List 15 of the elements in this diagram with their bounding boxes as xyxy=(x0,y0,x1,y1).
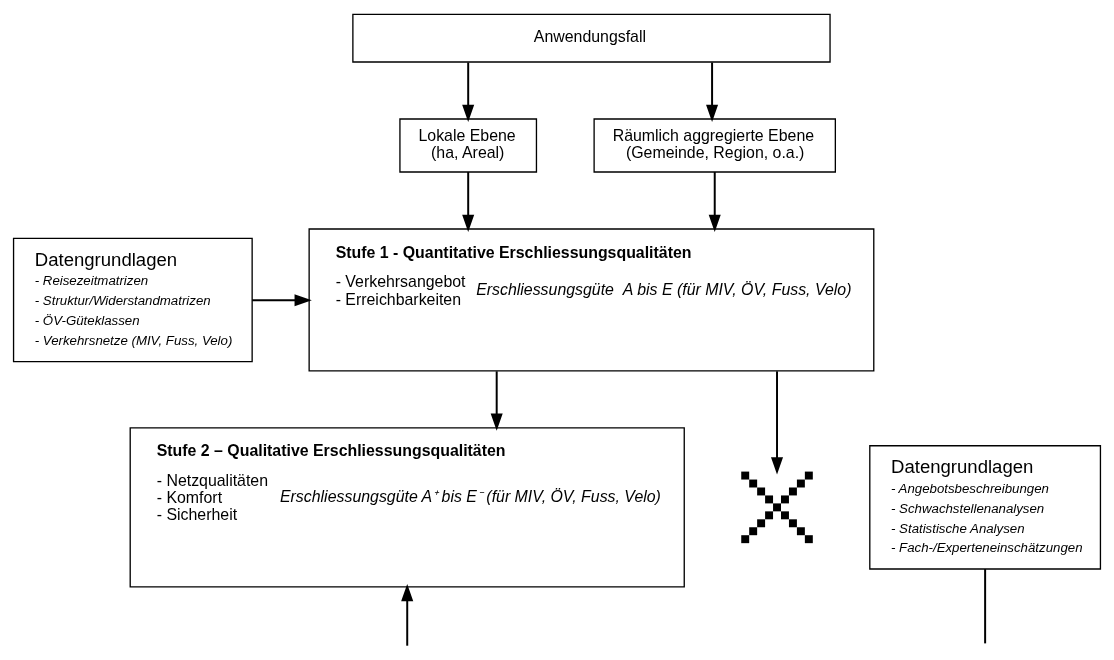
node-box: Anwendungsfall xyxy=(352,13,831,63)
node-box: Datengrundlagen - Reisezeitmatrizen - Struktur/Widerstandmatrizen - ÖV-Güteklassen - Verkehrsnetze (MIV, Fuss, Velo) xyxy=(12,237,253,363)
arrow xyxy=(462,171,475,232)
node-box: Datengrundlagen - Angebotsbeschreibungen - Schwachstellenanalysen - Statistische Analysen - Fach-/Experteneinschätzungen xyxy=(869,445,1102,570)
node-box: Lokale Ebene (ha, Areal) xyxy=(399,118,538,173)
connector xyxy=(984,568,987,645)
arrow xyxy=(706,61,719,122)
arrow xyxy=(490,370,503,431)
arrow xyxy=(462,61,475,122)
arrow xyxy=(708,171,721,232)
arrow xyxy=(401,583,414,647)
node-box: Stufe 2 – Qualitative Erschliessungsqualitäten - Netzqualitäten - Komfort - Sicherheit Erschliessungsgüte A⁺ bis E⁻ (für MIV, ÖV, Fuss, Velo) xyxy=(129,427,685,588)
node-box: Räumlich aggregierte Ebene (Gemeinde, Region, o.a.) xyxy=(593,118,836,173)
arrow xyxy=(771,370,784,475)
arrow xyxy=(251,294,312,307)
